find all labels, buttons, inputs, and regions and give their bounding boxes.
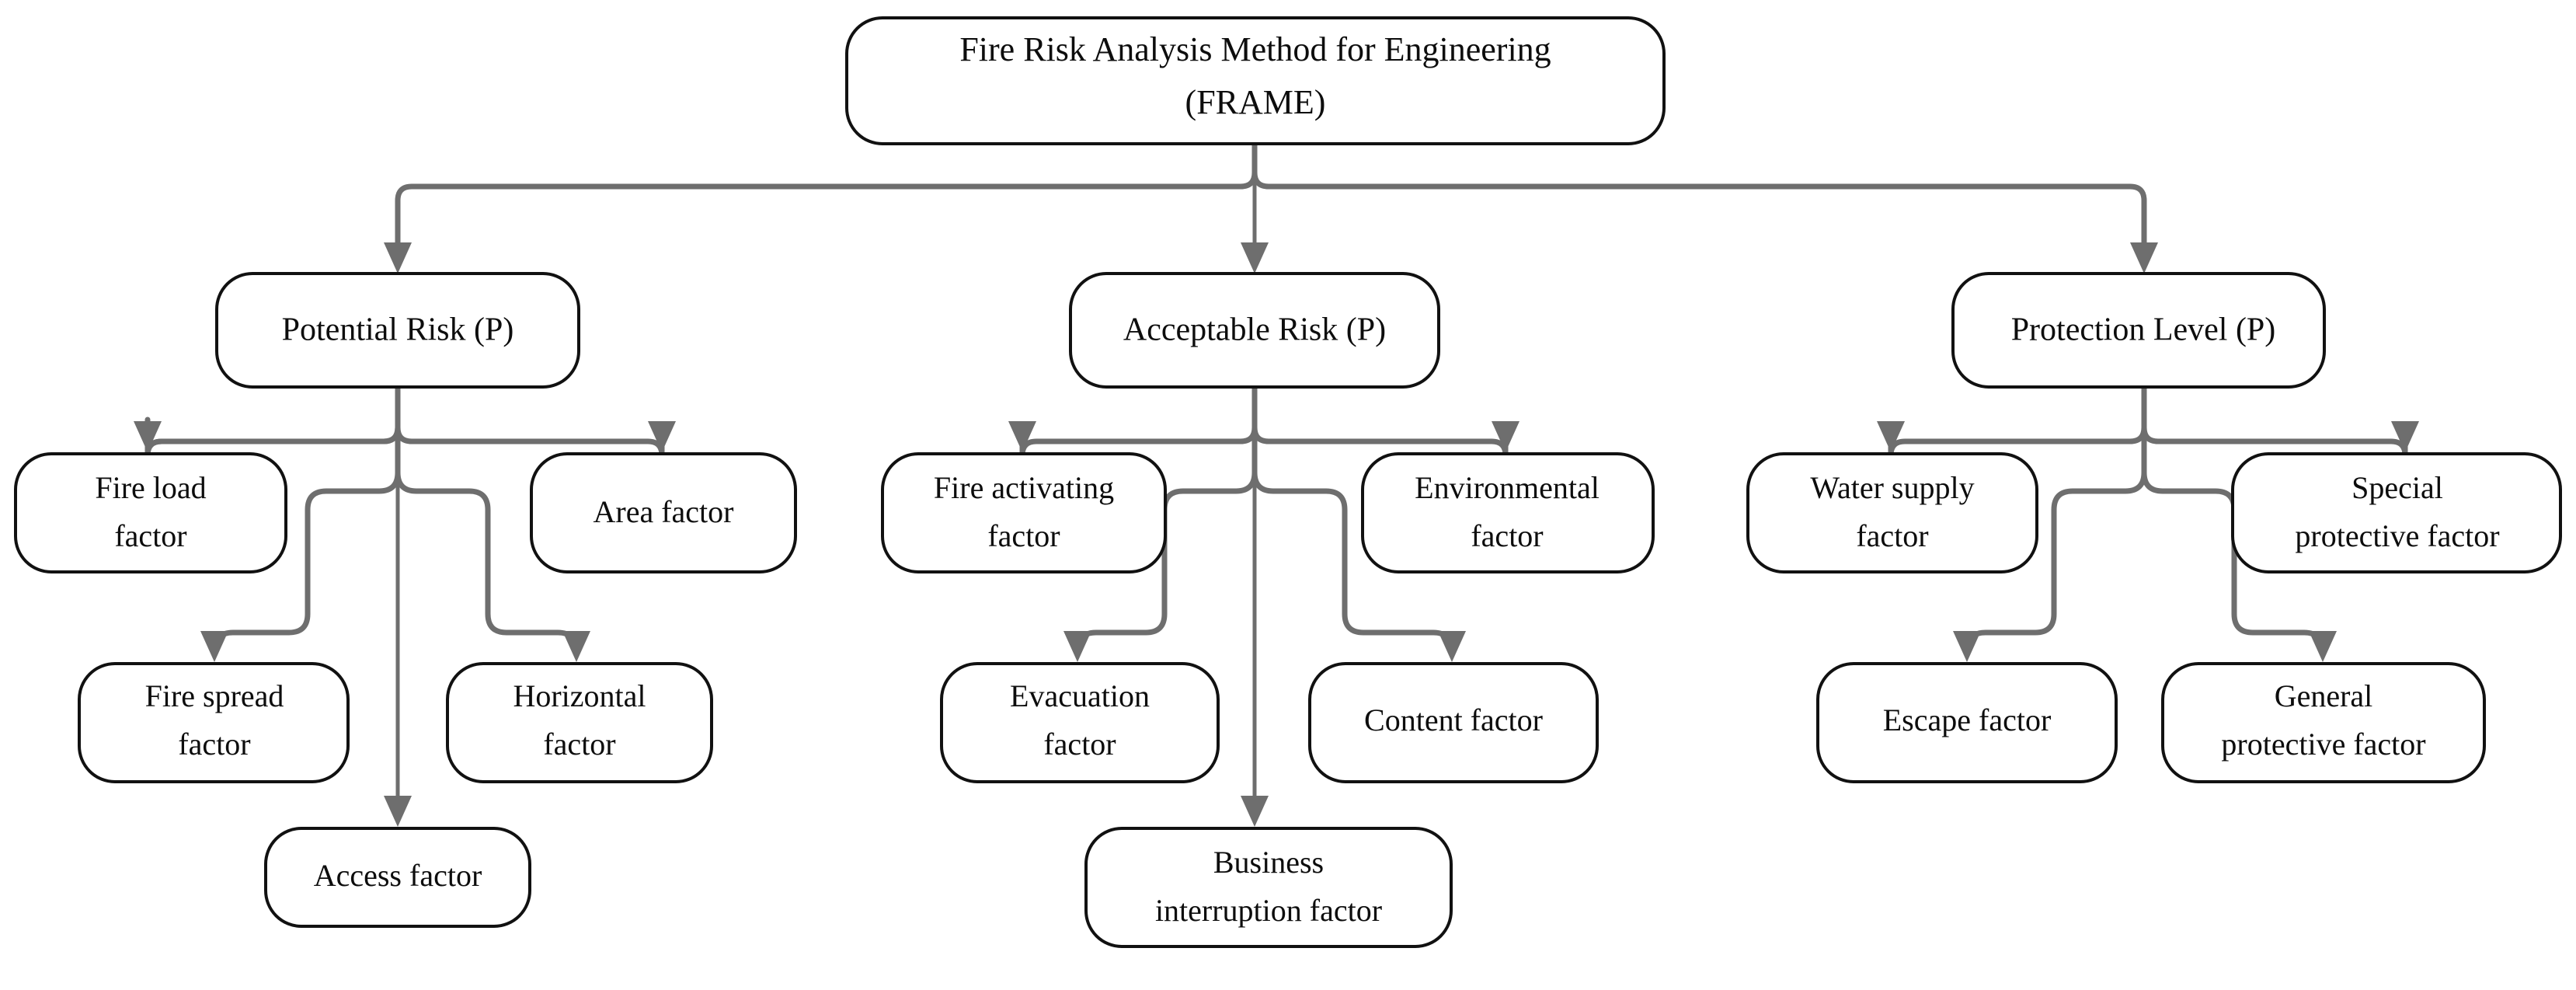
node-fire-spread-factor-label-line2: factor xyxy=(178,727,250,762)
node-general-protective-factor-label-line1: General xyxy=(2275,678,2373,713)
node-protection-level[interactable]: Protection Level (P) xyxy=(1951,272,2326,389)
node-fire-load-factor-label-line2: factor xyxy=(114,518,186,553)
node-horizontal-factor[interactable]: Horizontal factor xyxy=(446,662,713,783)
node-horizontal-factor-shape[interactable] xyxy=(446,662,713,783)
edge-protection-level-to-special-protective xyxy=(2141,384,2419,458)
node-general-protective-factor-label-line2: protective factor xyxy=(2221,727,2425,762)
edge-potential-risk-to-fire-spread xyxy=(200,384,401,662)
edge-root-to-protection-level xyxy=(1251,141,2158,274)
node-area-factor-label: Area factor xyxy=(594,494,734,529)
node-evacuation-factor-shape[interactable] xyxy=(940,662,1220,783)
node-fire-spread-factor-label-line1: Fire spread xyxy=(145,678,284,713)
node-special-protective-factor-label-line2: protective factor xyxy=(2295,518,2499,553)
node-special-protective-factor[interactable]: Special protective factor xyxy=(2231,452,2562,573)
node-business-interruption-factor-label-line1: Business xyxy=(1213,845,1324,880)
node-special-protective-factor-shape[interactable] xyxy=(2231,452,2562,573)
node-potential-risk-shape[interactable] xyxy=(215,272,580,389)
edge-acceptable-risk-to-environmental xyxy=(1251,384,1519,458)
node-environmental-factor[interactable]: Environmental factor xyxy=(1361,452,1655,573)
node-root-shape[interactable] xyxy=(845,16,1666,145)
edge-acceptable-risk-to-business-interruption xyxy=(1241,385,1269,827)
node-water-supply-factor-label-line1: Water supply xyxy=(1810,470,1974,505)
edge-potential-risk-to-horizontal xyxy=(395,384,590,662)
node-environmental-factor-shape[interactable] xyxy=(1361,452,1655,573)
node-special-protective-factor-label-line1: Special xyxy=(2351,470,2443,505)
node-water-supply-factor[interactable]: Water supply factor xyxy=(1746,452,2038,573)
node-general-protective-factor[interactable]: General protective factor xyxy=(2161,662,2486,783)
node-evacuation-factor[interactable]: Evacuation factor xyxy=(940,662,1220,783)
node-water-supply-factor-shape[interactable] xyxy=(1746,452,2038,573)
node-protection-level-shape[interactable] xyxy=(1951,272,2326,389)
node-escape-factor-shape[interactable] xyxy=(1816,662,2118,783)
node-access-factor-label: Access factor xyxy=(314,858,482,893)
edge-potential-risk-to-area xyxy=(395,384,676,458)
node-business-interruption-factor[interactable]: Business interruption factor xyxy=(1084,827,1453,948)
edge-root-to-potential-risk xyxy=(384,141,1258,274)
node-root-label-line1: Fire Risk Analysis Method for Engineerin… xyxy=(959,30,1551,68)
edge-acceptable-risk-to-content xyxy=(1251,384,1466,662)
node-fire-load-factor-label-line1: Fire load xyxy=(95,470,206,505)
node-layer: Fire Risk Analysis Method for Engineerin… xyxy=(14,16,2562,948)
node-acceptable-risk-label: Acceptable Risk (P) xyxy=(1123,312,1386,348)
node-escape-factor[interactable]: Escape factor xyxy=(1816,662,2118,783)
node-business-interruption-factor-label-line2: interruption factor xyxy=(1155,893,1382,928)
edge-layer xyxy=(134,141,2419,827)
node-fire-load-factor[interactable]: Fire load factor xyxy=(14,452,287,573)
node-potential-risk[interactable]: Potential Risk (P) xyxy=(215,272,580,389)
edge-potential-risk-to-access xyxy=(384,385,412,827)
node-area-factor[interactable]: Area factor xyxy=(530,452,797,573)
node-water-supply-factor-label-line2: factor xyxy=(1856,518,1928,553)
node-fire-activating-factor-label-line1: Fire activating xyxy=(934,470,1114,505)
node-root[interactable]: Fire Risk Analysis Method for Engineerin… xyxy=(845,16,1666,145)
edge-potential-risk-to-fire-load xyxy=(134,384,401,458)
node-root-label-line2: (FRAME) xyxy=(1185,83,1326,121)
node-evacuation-factor-label-line2: factor xyxy=(1043,727,1116,762)
node-horizontal-factor-label-line1: Horizontal xyxy=(513,678,646,713)
edge-acceptable-risk-to-fire-activating xyxy=(1008,384,1258,458)
edge-protection-level-to-escape xyxy=(1953,384,2147,662)
node-fire-load-factor-shape[interactable] xyxy=(14,452,287,573)
edge-acceptable-risk-to-evacuation xyxy=(1063,384,1258,662)
node-evacuation-factor-label-line1: Evacuation xyxy=(1010,678,1150,713)
node-horizontal-factor-label-line2: factor xyxy=(543,727,615,762)
node-protection-level-label: Protection Level (P) xyxy=(2011,312,2276,348)
node-fire-activating-factor[interactable]: Fire activating factor xyxy=(881,452,1167,573)
node-fire-spread-factor-shape[interactable] xyxy=(78,662,350,783)
node-potential-risk-label: Potential Risk (P) xyxy=(282,312,514,348)
node-acceptable-risk[interactable]: Acceptable Risk (P) xyxy=(1069,272,1440,389)
node-environmental-factor-label-line2: factor xyxy=(1471,518,1543,553)
node-fire-spread-factor[interactable]: Fire spread factor xyxy=(78,662,350,783)
node-access-factor[interactable]: Access factor xyxy=(264,827,531,928)
node-area-factor-shape[interactable] xyxy=(530,452,797,573)
node-content-factor-shape[interactable] xyxy=(1308,662,1599,783)
node-content-factor-label: Content factor xyxy=(1364,702,1543,737)
node-content-factor[interactable]: Content factor xyxy=(1308,662,1599,783)
node-access-factor-shape[interactable] xyxy=(264,827,531,928)
edge-protection-level-to-general-protective xyxy=(2141,384,2337,662)
node-fire-activating-factor-shape[interactable] xyxy=(881,452,1167,573)
node-general-protective-factor-shape[interactable] xyxy=(2161,662,2486,783)
node-escape-factor-label: Escape factor xyxy=(1883,702,2052,737)
node-fire-activating-factor-label-line2: factor xyxy=(987,518,1060,553)
edge-protection-level-to-water-supply xyxy=(1877,384,2147,458)
node-environmental-factor-label-line1: Environmental xyxy=(1415,470,1600,505)
node-acceptable-risk-shape[interactable] xyxy=(1069,272,1440,389)
node-business-interruption-factor-shape[interactable] xyxy=(1084,827,1453,948)
